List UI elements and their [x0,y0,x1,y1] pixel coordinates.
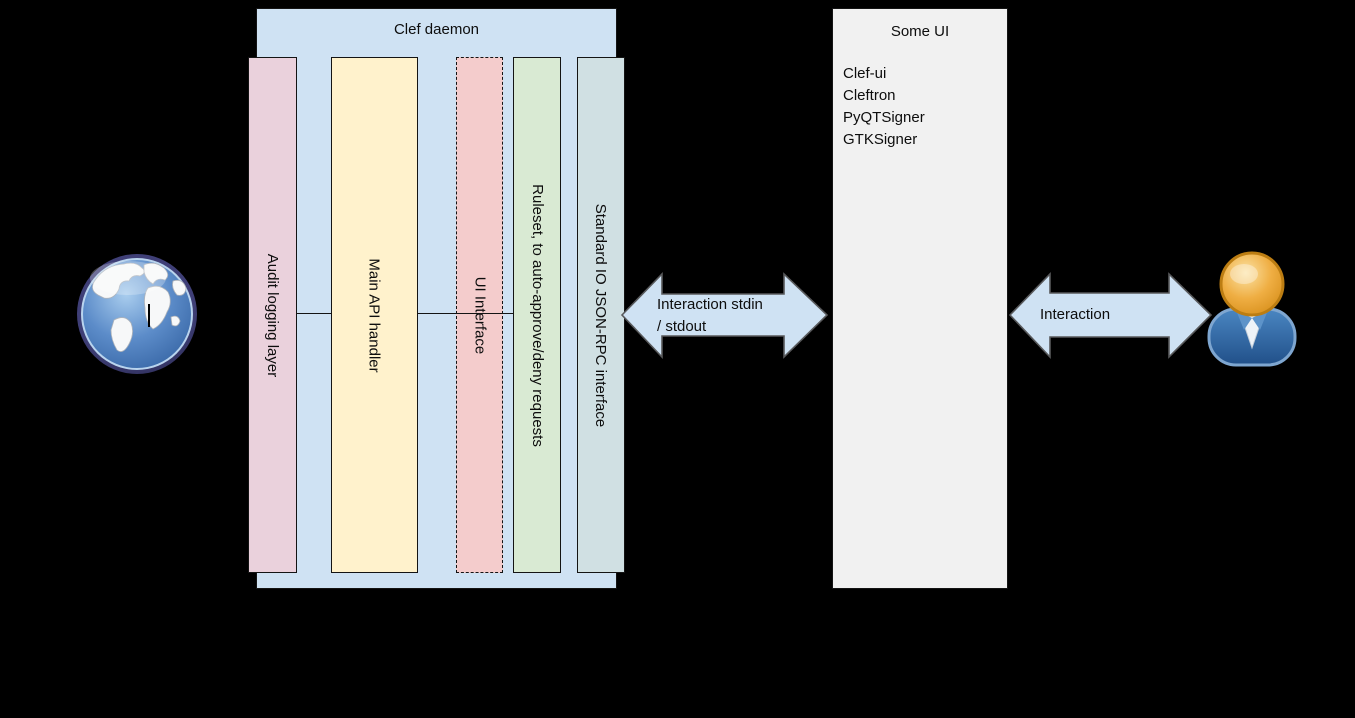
layer-ui-interface-label: UI Interface [471,276,489,354]
some-ui-item: GTKSigner [843,131,918,148]
layer-audit-logging: Audit logging layer [248,57,297,573]
layer-stdio-jsonrpc-label: Standard IO JSON-RPC interface [592,203,610,427]
globe-connector-tick [148,304,150,327]
some-ui-item: PyQTSigner [843,109,925,126]
some-ui-item: Cleftron [843,87,896,104]
stdio-arrow-label-line2: / stdout [657,318,707,335]
stdio-interaction-arrow [620,272,829,359]
user-interaction-arrow-label: Interaction [1040,306,1111,323]
layer-main-api-handler: Main API handler [331,57,418,573]
user-icon [1207,251,1297,367]
some-ui-title: Some UI [890,23,950,40]
clef-daemon-title: Clef daemon [393,21,480,38]
layer-ui-interface: UI Interface [456,57,503,573]
layer-audit-logging-label: Audit logging layer [264,253,282,377]
globe-icon [77,254,197,374]
layer-main-api-handler-label: Main API handler [366,257,383,373]
stdio-arrow-label-line1: Interaction stdin [657,296,763,313]
connector-audit-to-api [297,313,331,314]
some-ui-item: Clef-ui [843,65,887,82]
stdio-interaction-arrow-label: Interaction stdin / stdout [657,294,763,338]
user-interaction-arrow [1008,272,1213,359]
some-ui-box: Some UI Clef-ui Cleftron PyQTSigner GTKS… [832,8,1008,589]
connector-api-to-ruleset [418,313,513,314]
layer-ruleset: Ruleset, to auto-approve/deny requests [513,57,561,573]
layer-ruleset-label: Ruleset, to auto-approve/deny requests [528,183,546,447]
some-ui-list: Clef-ui Cleftron PyQTSigner GTKSigner [843,63,925,151]
clef-daemon-box: Clef daemon [256,8,617,589]
